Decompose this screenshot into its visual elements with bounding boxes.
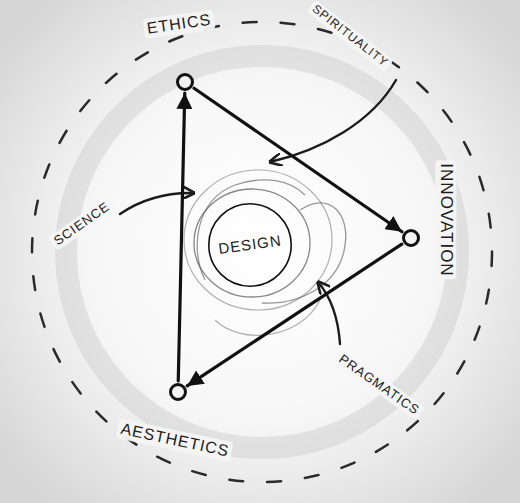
- node-title: DESIGN: [214, 231, 285, 259]
- cycle-arrow: [187, 244, 402, 386]
- node-circle: [171, 385, 186, 400]
- node-title: AESTHETICS: [116, 418, 234, 461]
- node-outline: [169, 383, 187, 401]
- node-circle: [404, 231, 419, 246]
- pragmatics-label: PRAGMATICS: [333, 349, 425, 420]
- science-label: SCIENCE: [48, 197, 115, 251]
- cycle-arrow: [178, 93, 185, 381]
- node-circle: [178, 75, 193, 90]
- spirituality-label: SPIRITUALITY: [306, 0, 393, 72]
- shaded-ring: [66, 56, 458, 448]
- cycle-arrow: [194, 88, 402, 232]
- center-node: DESIGN: [208, 203, 292, 287]
- vertex-node: AESTHETICS: [169, 383, 187, 401]
- vertex-node: ETHICS: [176, 73, 194, 91]
- swirl-ring: [194, 189, 310, 297]
- node-title: INNOVATION: [436, 160, 457, 279]
- vertex-node: INNOVATION: [402, 229, 420, 247]
- swirl-line: [215, 300, 320, 335]
- node-circle: [209, 204, 291, 286]
- node-title: ETHICS: [143, 9, 216, 38]
- swirl-ring: [184, 170, 332, 310]
- node-outline: [402, 229, 420, 247]
- node-outline: [176, 73, 194, 91]
- leader-arrow: [270, 80, 396, 162]
- dashed-boundary: [32, 22, 492, 482]
